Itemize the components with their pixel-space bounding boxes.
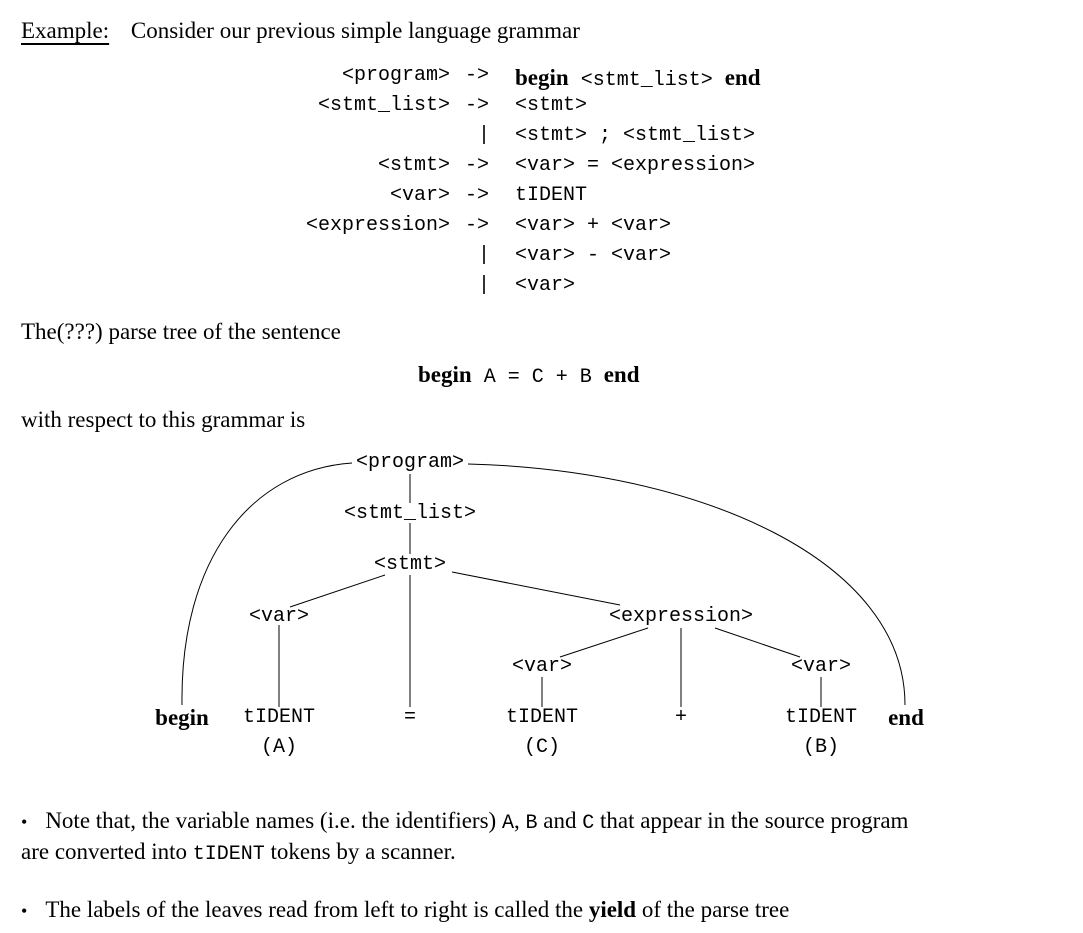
grammar-symbol: <var> - <var> <box>515 244 672 267</box>
leaf-tident-a: tIDENT <box>242 706 316 729</box>
grammar-rule-lhs: <var> <box>389 184 450 207</box>
edge-stmt-expression <box>451 571 621 606</box>
edge-program-end <box>467 463 906 706</box>
node-var-a: <var> <box>248 605 310 628</box>
grammar-rule-lhs: <expression> <box>305 214 450 237</box>
grammar-symbol: <var> + <var> <box>515 214 672 237</box>
node-var-c: <var> <box>511 655 573 678</box>
leaf-eq: = <box>403 706 417 729</box>
grammar-rule-lhs: <stmt> <box>377 154 450 177</box>
grammar-rule-rhs: tIDENT <box>515 186 587 206</box>
node-stmt-list: <stmt_list> <box>343 502 477 525</box>
note-2-text-a: The labels of the leaves read from left … <box>45 897 589 922</box>
leaf-begin: begin <box>155 705 209 730</box>
grammar-rule-lhs: <program> <box>341 64 450 87</box>
leaf-tident-b: tIDENT <box>784 706 858 729</box>
sentence-end: end <box>603 362 640 387</box>
bullet-icon: • <box>21 901 28 921</box>
intro-text: Consider our previous simple language gr… <box>130 18 580 43</box>
grammar-arrow: -> <box>465 64 490 87</box>
note-1-tident: tIDENT <box>192 843 265 866</box>
grammar-arrow: -> <box>465 154 490 177</box>
grammar-rule-rhs: begin <stmt_list> end <box>515 66 761 91</box>
grammar-alt-bar: | <box>478 274 491 297</box>
grammar-rule-lhs: <stmt_list> <box>317 94 450 117</box>
grammar-symbol: tIDENT <box>515 184 588 207</box>
note-1-ident-c: C <box>582 812 595 835</box>
note-1-text-d: tokens by a scanner. <box>264 839 456 864</box>
grammar-arrow: -> <box>465 184 490 207</box>
leaf-plus: + <box>674 706 688 729</box>
grammar-symbol: <stmt_list> <box>568 69 725 92</box>
note-1-text-c: are converted into <box>21 839 193 864</box>
grammar-alt-bar: | <box>478 124 491 147</box>
note-1-ident-a: A <box>501 812 514 835</box>
note-2-yield: yield <box>588 897 637 922</box>
grammar-arrow: -> <box>465 94 490 117</box>
note-1-sep: , <box>513 808 526 833</box>
note-1-text-b: that appear in the source program <box>594 808 909 833</box>
grammar-alt-bar: | <box>478 244 491 267</box>
leaf-end: end <box>888 705 924 730</box>
sentence-begin: begin <box>418 362 472 387</box>
sentence: begin A = C + B end <box>418 363 640 388</box>
leaf-tident-c: tIDENT <box>505 706 579 729</box>
leaf-sub-b: (B) <box>802 736 840 759</box>
example-label: Example: <box>21 18 110 43</box>
grammar-rule-rhs: <var> + <var> <box>515 216 671 236</box>
note-2-text-b: of the parse tree <box>636 897 790 922</box>
edge-stmt-var <box>289 574 386 608</box>
leaf-sub-a: (A) <box>260 736 298 759</box>
grammar-symbol: <var> = <expression> <box>515 154 756 177</box>
note-1-ident-b: B <box>525 812 538 835</box>
grammar-symbol: <var> <box>515 274 576 297</box>
grammar-symbol: <stmt> <box>515 94 588 117</box>
note-2: • The labels of the leaves read from left… <box>21 898 789 921</box>
note-1-line-1: • Note that, the variable names (i.e. the… <box>21 809 908 834</box>
grammar-rule-rhs: <stmt> ; <stmt_list> <box>515 126 755 146</box>
grammar-keyword: end <box>724 65 761 90</box>
parse-intro-text: The(???) parse tree of the sentence <box>21 319 341 344</box>
grammar-symbol: <stmt> ; <stmt_list> <box>515 124 756 147</box>
bullet-icon: • <box>21 812 28 832</box>
edge-expression-varb <box>714 627 801 658</box>
edge-expression-varc <box>559 627 649 658</box>
note-1-text-a: Note that, the variable names (i.e. the … <box>45 808 502 833</box>
node-program: <program> <box>355 451 465 474</box>
note-1-line-2: are converted into tIDENT tokens by a sc… <box>21 840 456 865</box>
grammar-rule-rhs: <stmt> <box>515 96 587 116</box>
intro-line: Example: Consider our previous simple la… <box>21 19 580 42</box>
leaf-sub-c: (C) <box>523 736 561 759</box>
grammar-keyword: begin <box>515 65 569 90</box>
node-expression: <expression> <box>608 605 754 628</box>
node-var-b: <var> <box>790 655 852 678</box>
respect-text: with respect to this grammar is <box>21 407 306 432</box>
node-stmt: <stmt> <box>373 553 447 576</box>
edge-program-begin <box>181 462 353 706</box>
grammar-arrow: -> <box>465 214 490 237</box>
grammar-rule-rhs: <var> - <var> <box>515 246 671 266</box>
note-1-and: and <box>537 808 583 833</box>
sentence-middle: A = C + B <box>471 366 604 389</box>
grammar-rule-rhs: <var> <box>515 276 575 296</box>
grammar-rule-rhs: <var> = <expression> <box>515 156 755 176</box>
